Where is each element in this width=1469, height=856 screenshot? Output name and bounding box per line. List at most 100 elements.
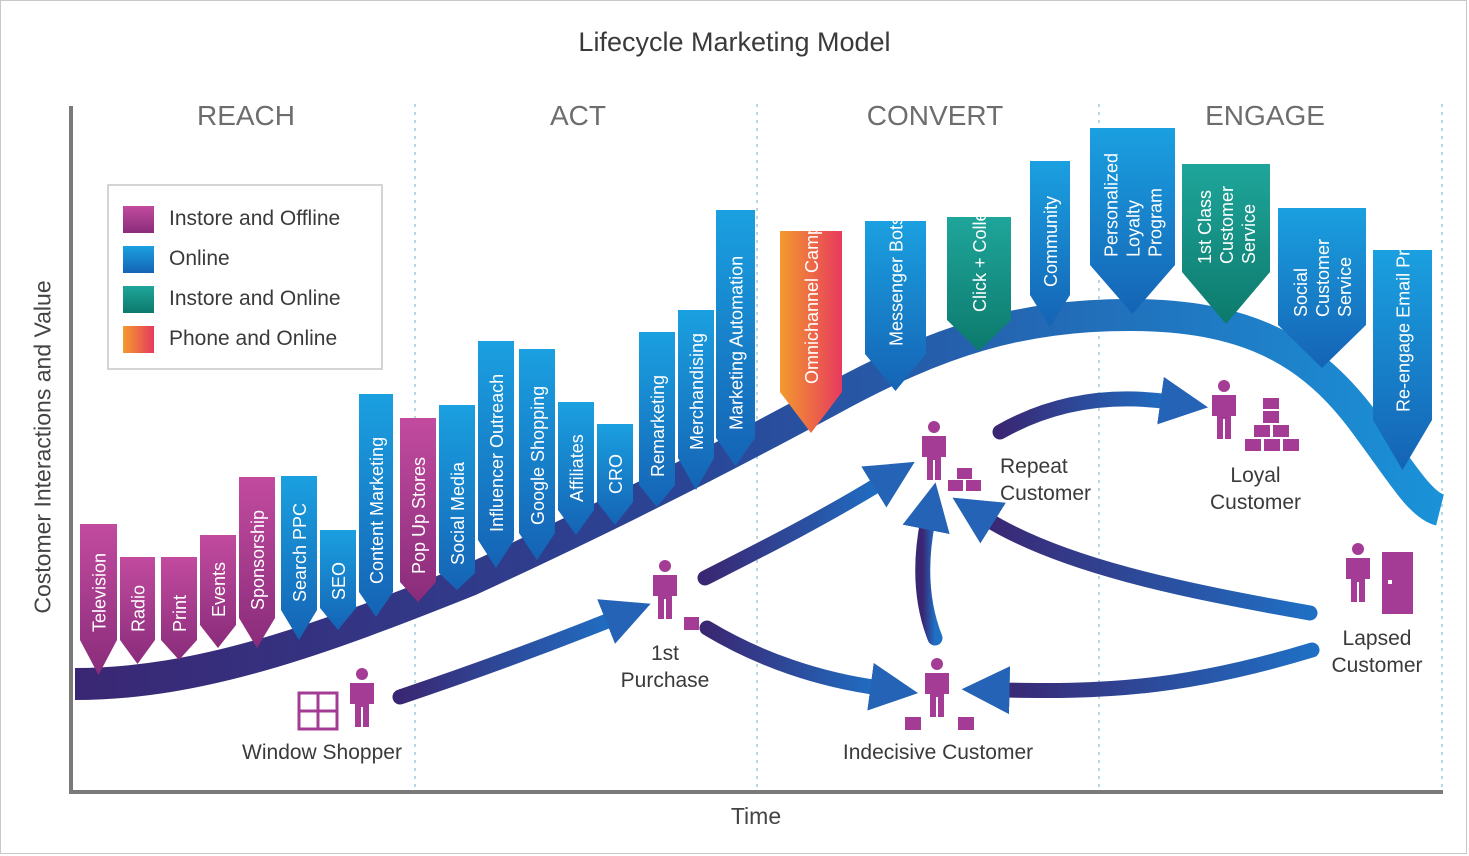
tactic-label: Affiliates: [567, 434, 587, 502]
tactic-tag: Radio: [120, 557, 155, 664]
legend-swatch: [123, 285, 154, 313]
tactic-shape: [1278, 208, 1366, 368]
tactic-tag: Messenger Bots: [865, 216, 926, 391]
tactic-shape: [281, 476, 317, 640]
tactic-label: Content Marketing: [367, 437, 387, 584]
tactic-label: Events: [209, 562, 229, 617]
window-icon: [297, 691, 339, 731]
tactic-shape: [780, 231, 842, 433]
tactic-tag: Google Shopping: [519, 349, 555, 560]
value-curve: [74, 298, 1446, 700]
tactic-shape: [947, 217, 1011, 351]
person-icon: [350, 668, 374, 727]
box-icon: [1245, 439, 1261, 451]
legend-item-instore-offline: Instore and Offline: [123, 204, 340, 234]
tactic-tag: Content Marketing: [359, 394, 393, 617]
tactic-tag: Re-engage Email Program: [1373, 199, 1432, 470]
tactic-shape: [120, 557, 155, 664]
tactic-tag: Pop Up Stores: [400, 418, 436, 602]
tactic-shape: [400, 418, 436, 602]
box-icon: [966, 480, 981, 491]
tactic-tag: Marketing Automation: [716, 210, 755, 466]
box-icon: [1263, 411, 1279, 423]
persona-label-repeat: Repeat Customer: [1000, 455, 1092, 505]
tactic-tag: CRO: [597, 424, 633, 525]
tactic-label: SEO: [329, 562, 349, 600]
tactic-label: Omnichannel Campaigns: [802, 182, 822, 384]
legend-label: Phone and Online: [169, 327, 338, 350]
box-icon: [948, 480, 963, 491]
tactic-shape: [239, 477, 275, 648]
journey-arrow: [992, 376, 1209, 440]
legend-swatch: [123, 205, 154, 233]
persona-label-first-purchase: 1st Purchase: [620, 642, 710, 692]
journey-arrow: [699, 620, 919, 711]
tactic-shape: [1090, 128, 1175, 314]
tactic-label: Community: [1041, 196, 1061, 287]
phase-act: ACT: [550, 100, 606, 131]
person-icon: [922, 421, 946, 480]
tactic-tag: Television: [80, 524, 117, 675]
journey-arrow: [961, 642, 1320, 715]
box-icon: [1263, 398, 1279, 409]
tactic-shape: [1030, 161, 1070, 327]
box-icon: [1273, 425, 1289, 437]
x-axis-label: Time: [730, 803, 782, 829]
legend-swatch: [123, 245, 154, 273]
person-icon: [1212, 380, 1236, 439]
tactic-tag: Events: [200, 535, 236, 648]
tactic-label: Social Media: [448, 461, 468, 565]
tactic-tag: Community: [1030, 161, 1070, 327]
tactic-shape: [865, 221, 926, 391]
persona-label-window-shopper: Window Shopper: [242, 741, 402, 764]
tactic-tag: Affiliates: [558, 402, 594, 535]
tactic-tag: Social Media: [439, 405, 475, 590]
legend-label: Instore and Online: [169, 287, 341, 310]
tactic-label: Influencer Outreach: [487, 374, 507, 532]
tactic-tag: Print: [161, 557, 197, 660]
box-icon: [684, 617, 699, 630]
diagram-title: Lifecycle Marketing Model: [578, 27, 891, 57]
tactic-shape: [161, 557, 197, 660]
legend-swatch: [123, 325, 154, 353]
tactic-shape: [716, 210, 755, 466]
tactic-tag: SEO: [320, 530, 356, 630]
tactic-shape: [519, 349, 555, 560]
box-icon: [1264, 439, 1280, 451]
tactic-shape: [359, 394, 393, 617]
journey-arrow: [697, 461, 915, 586]
phase-engage: ENGAGE: [1205, 100, 1325, 131]
tactic-tag: Sponsorship: [239, 477, 275, 648]
tactic-label: Messenger Bots: [887, 216, 907, 346]
tactic-label: Marketing Automation: [727, 256, 747, 430]
tactic-label: Remarketing: [648, 375, 668, 477]
tactic-tag: Remarketing: [639, 332, 675, 507]
legend-item-phone-online: Phone and Online: [123, 324, 337, 354]
person-icon: [653, 560, 677, 619]
tactic-shape: [80, 524, 117, 675]
tactic-label: Re-engage Email Program: [1394, 199, 1414, 412]
legend-label: Instore and Offline: [169, 207, 341, 230]
tactic-label: Merchandising: [687, 333, 707, 450]
box-icon: [957, 468, 972, 479]
journey-arrow: [902, 482, 950, 646]
persona-label-lapsed: Lapsed Customer: [1331, 627, 1423, 677]
phase-reach: REACH: [196, 100, 295, 131]
legend: Instore and Offline Online Instore and O…: [107, 184, 383, 370]
legend-item-online: Online: [123, 244, 230, 274]
tactic-shape: [478, 341, 514, 568]
tactic-tag: Influencer Outreach: [478, 341, 514, 568]
tactic-shape: [320, 530, 356, 630]
box-icon: [1283, 439, 1299, 451]
door-icon: [1382, 552, 1413, 614]
journey-arrow: [392, 599, 651, 705]
tactic-shape: [200, 535, 236, 648]
person-icon: [925, 658, 949, 717]
phase-convert: CONVERT: [866, 100, 1004, 131]
